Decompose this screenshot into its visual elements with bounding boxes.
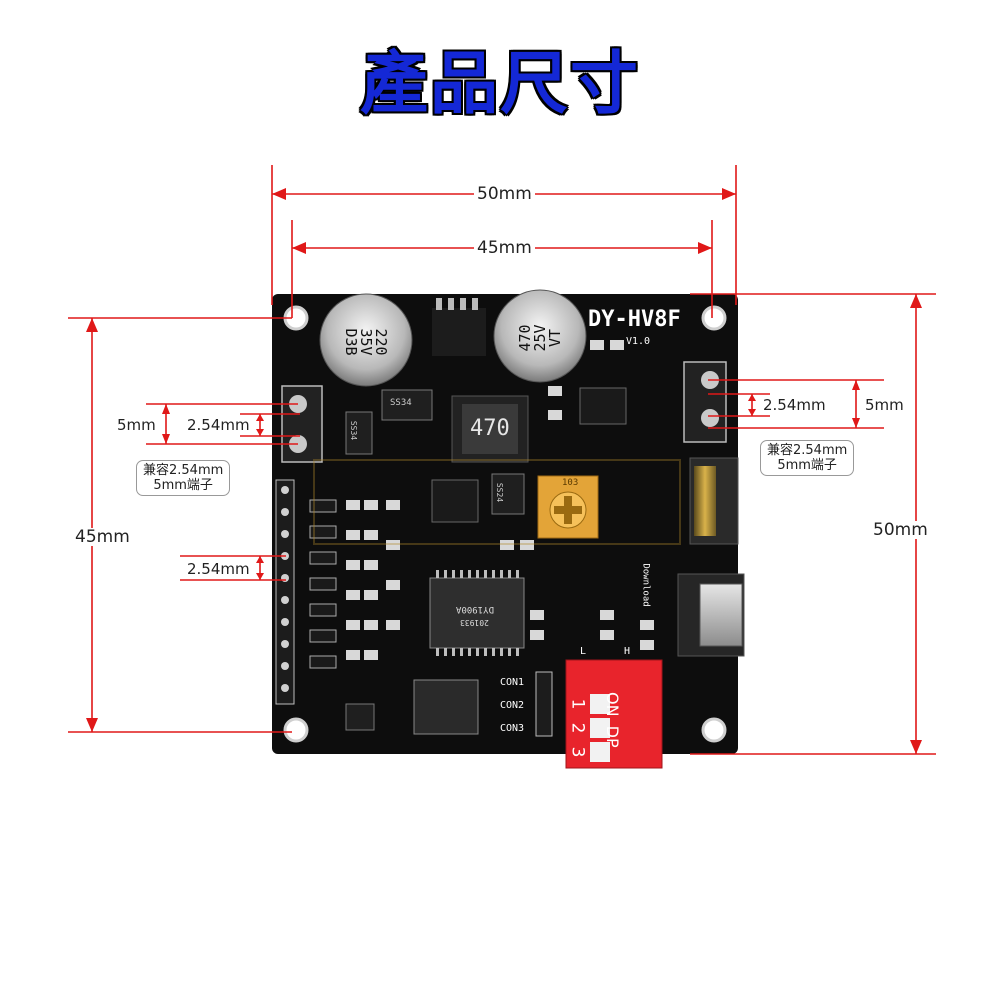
potentiometer-label: 103 (562, 478, 579, 488)
switch-l-label: L (580, 646, 587, 657)
small-ic-mid (431, 479, 479, 523)
capacitor-left-code: D3B (342, 328, 360, 356)
con3-label: CON3 (500, 723, 525, 734)
capacitor-right (493, 289, 587, 383)
height-left-label: 45mm (72, 528, 133, 546)
page-title: 產品尺寸 (359, 45, 640, 124)
left-pitch-inner-label: 2.54mm (184, 416, 253, 434)
flash-chip (413, 679, 479, 735)
download-label: Download (640, 563, 651, 607)
smd-resistor-arrays (309, 340, 654, 669)
diode-1 (381, 389, 433, 421)
capacitor-left-label: 220 35V D3B (342, 313, 390, 371)
dimension-lines (68, 165, 936, 755)
terminal-left (281, 385, 323, 463)
capacitor-right-label: 470 25V VT (516, 309, 564, 367)
dimension-arrows (86, 188, 922, 754)
mounting-holes (283, 305, 727, 743)
pin-header (275, 479, 295, 705)
main-chip (429, 570, 525, 656)
con1-label: CON1 (500, 677, 525, 688)
header-pitch-label: 2.54mm (184, 560, 253, 578)
micro-usb-port (677, 573, 745, 657)
dip-switch (565, 659, 663, 769)
audio-jack (689, 457, 739, 545)
pin-header-pins (281, 486, 289, 692)
diode-3 (491, 473, 525, 515)
right-pitch-outer-label: 5mm (862, 396, 907, 414)
switch-dp-label: DP (603, 725, 622, 748)
note-left-line2: 5mm端子 (153, 478, 213, 493)
capacitor-left-value: 220 (372, 328, 390, 356)
con-header (535, 671, 553, 737)
note-right: 兼容2.54mm 5mm端子 (760, 440, 855, 476)
switch-on-label: ON (603, 692, 622, 717)
transistor (345, 703, 375, 731)
height-right-label: 50mm (870, 521, 931, 539)
right-pitch-inner-label: 2.54mm (760, 396, 829, 414)
main-chip-label: DY1900A (456, 604, 494, 614)
potentiometer (537, 475, 599, 539)
switch-h-label: H (624, 646, 631, 657)
board-model: DY-HV8F (588, 307, 681, 332)
capacitor-left-voltage: 35V (357, 328, 375, 356)
inductor (451, 395, 529, 463)
note-right-line1: 兼容2.54mm (767, 443, 848, 458)
left-pitch-outer-label: 5mm (114, 416, 159, 434)
dip-switch-label: ON DP (603, 692, 622, 772)
switch-number-3: 3 (567, 746, 588, 758)
switch-number-2: 2 (567, 722, 588, 734)
diode-3-label: SS24 (495, 482, 505, 503)
terminal-right (683, 361, 727, 443)
main-chip-sublabel: 201933 (460, 618, 489, 627)
watermark-box (313, 459, 681, 545)
width-inner-label: 45mm (474, 239, 535, 257)
note-left-line1: 兼容2.54mm (143, 463, 224, 478)
con2-label: CON2 (500, 700, 525, 711)
regulator-ic (432, 298, 486, 356)
note-left: 兼容2.54mm 5mm端子 (136, 460, 231, 496)
board-version: V1.0 (626, 336, 651, 347)
switch-number-1: 1 (567, 698, 588, 710)
diode-2 (345, 411, 373, 455)
capacitor-left (319, 293, 413, 387)
diode-1-label: SS34 (390, 398, 412, 408)
small-ic-right (579, 387, 627, 425)
diode-2-label: SS34 (349, 420, 359, 441)
width-outer-label: 50mm (474, 185, 535, 203)
capacitor-right-code: VT (546, 328, 564, 348)
inductor-label: 470 (470, 416, 510, 441)
note-right-line2: 5mm端子 (777, 458, 837, 473)
